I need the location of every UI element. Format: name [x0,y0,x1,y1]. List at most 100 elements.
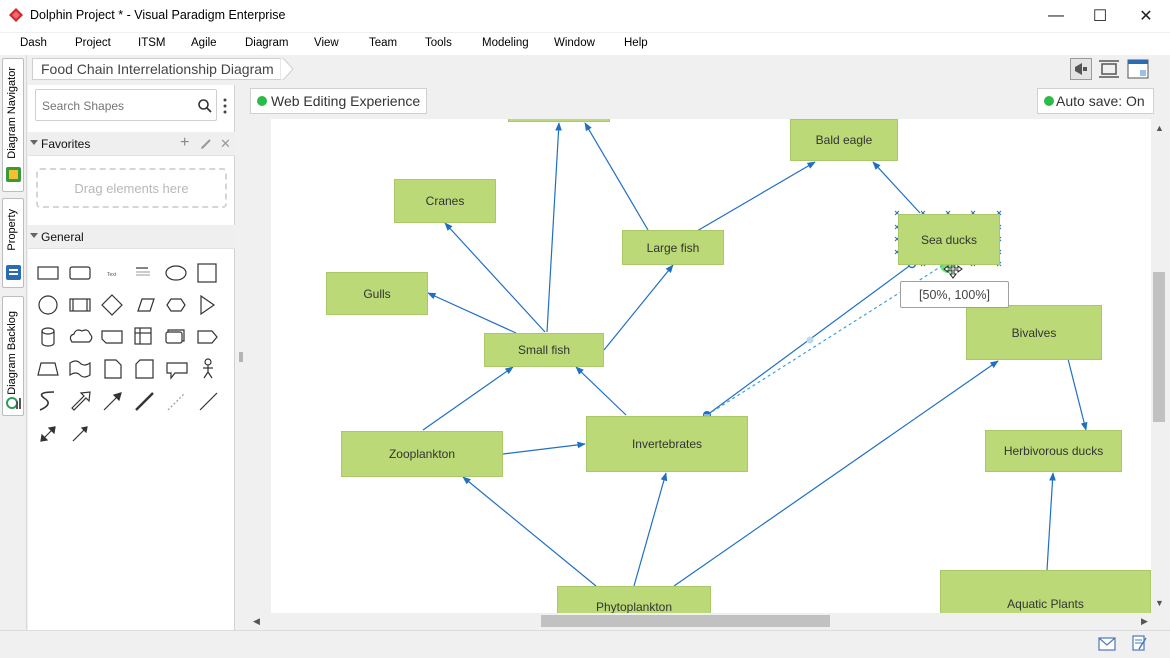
double-arrow-icon [40,426,56,442]
heading-shape-icon [136,267,150,276]
navigator-icon [6,167,21,182]
node-bivalves[interactable]: Bivalves [966,305,1102,360]
menu-project[interactable]: Project [75,37,111,49]
node-herbivorous-ducks[interactable]: Herbivorous ducks [985,430,1122,472]
scroll-right-icon[interactable]: ▶ [1141,616,1148,626]
scroll-up-icon[interactable]: ▲ [1155,123,1164,133]
search-icon[interactable] [197,98,213,114]
node-invertebrates[interactable]: Invertebrates [586,416,748,472]
search-box[interactable] [35,89,217,121]
notes-icon[interactable] [1131,634,1147,652]
menu-bar [0,33,1170,55]
menu-team[interactable]: Team [369,37,398,49]
web-editing-indicator[interactable]: Web Editing Experience [250,88,428,114]
rounded-rectangle-shape-icon [69,266,91,280]
node-cranes[interactable]: Cranes [394,179,496,223]
menu-help[interactable]: Help [624,37,648,49]
status-dot-icon [1044,96,1054,106]
menu-window[interactable]: Window [554,37,595,49]
arrow-line-icon [72,426,88,442]
horizontal-scroll-thumb[interactable] [541,615,830,627]
favorites-drop-zone[interactable]: Drag elements here [36,168,227,208]
connector [696,161,816,232]
add-icon[interactable]: + [180,134,190,151]
connector-midpoint-handle [806,336,814,344]
tab-diagram-navigator[interactable]: Diagram Navigator [2,58,24,192]
shape-palette: Text [37,263,218,442]
cylinder-shape-icon [41,327,55,347]
trapezoid-shape-icon [37,362,59,376]
connector [427,292,517,334]
maximize-button[interactable]: ☐ [1092,8,1108,25]
menu-agile[interactable]: Agile [191,37,217,49]
node-bald-eagle[interactable]: Bald eagle [790,119,898,161]
parallelogram-shape-icon [137,298,155,312]
menu-dash[interactable]: Dash [20,37,47,49]
connector [444,222,546,333]
hexagon-shape-icon [166,298,186,312]
menu-view[interactable]: View [314,37,339,49]
minimize-button[interactable]: — [1048,7,1064,24]
general-section-header[interactable]: General [28,225,235,249]
node-zooplankton[interactable]: Zooplankton [341,431,503,477]
menu-diagram[interactable]: Diagram [245,37,289,49]
dashed-line-icon [167,392,186,411]
search-input[interactable] [42,97,192,115]
connector [872,161,921,214]
tab-label: Diagram Navigator [6,67,18,159]
scroll-left-icon[interactable]: ◀ [253,616,260,626]
wave-shape-icon [69,360,91,378]
favorites-section-header[interactable]: Favorites + ✕ [28,132,235,156]
section-title: General [41,230,84,244]
triangle-shape-icon [200,294,216,316]
splitter-grip-icon[interactable] [239,352,243,362]
ellipse-shape-icon [165,265,187,281]
circle-shape-icon [38,295,58,315]
pentagon-arrow-shape-icon [197,330,218,344]
vertical-scroll-thumb[interactable] [1153,272,1165,422]
actor-shape-icon [203,358,213,379]
web-editing-label: Web Editing Experience [271,93,421,109]
breadcrumb[interactable]: Food Chain Interrelationship Diagram [32,58,282,80]
curve-connector-icon [39,391,55,411]
layout-view-icon[interactable] [1127,58,1149,80]
connector [633,472,668,587]
node-phytoplankton[interactable]: Phytoplankton [557,586,711,613]
scroll-down-icon[interactable]: ▼ [1155,598,1164,608]
remove-icon[interactable]: ✕ [220,136,231,151]
stacked-shape-icon [165,329,185,344]
edit-icon[interactable] [200,138,212,150]
title-bar [0,0,1170,32]
node-small-fish[interactable]: Small fish [484,333,604,367]
text-shape-icon: Text [107,272,117,278]
node-large-fish[interactable]: Large fish [622,230,724,265]
connector [502,441,586,455]
autosave-indicator[interactable]: Auto save: On [1037,88,1154,114]
property-icon [6,265,21,280]
fit-diagram-icon[interactable] [1098,58,1120,80]
menu-itsm[interactable]: ITSM [138,37,166,49]
tab-diagram-backlog[interactable]: Diagram Backlog [2,296,24,416]
node-clipped-top[interactable] [508,119,610,122]
status-dot-icon [257,96,267,106]
svg-text:Text: Text [107,272,117,278]
announcement-icon[interactable] [1070,58,1092,80]
connector [1067,358,1088,431]
menu-tools[interactable]: Tools [425,37,452,49]
connector [462,476,597,587]
more-options-icon[interactable] [222,96,228,116]
node-aquatic-plants[interactable]: Aquatic Plants [940,570,1151,613]
anchor-position-tooltip: [50%, 100%] [900,281,1009,308]
connector [603,264,674,351]
arrow-icon [103,392,122,411]
close-button[interactable]: ✕ [1139,8,1153,25]
node-sea-ducks[interactable]: Sea ducks [898,214,1000,265]
move-cursor-icon [943,259,963,279]
app-logo-icon [9,8,23,22]
node-gulls[interactable]: Gulls [326,272,428,315]
tab-property[interactable]: Property [2,198,24,288]
diagram-canvas[interactable]: Bald eagle Cranes Large fish Sea ducks G… [271,119,1151,613]
tab-label: Diagram Backlog [6,311,18,395]
mail-icon[interactable] [1098,637,1116,651]
menu-modeling[interactable]: Modeling [482,37,529,49]
